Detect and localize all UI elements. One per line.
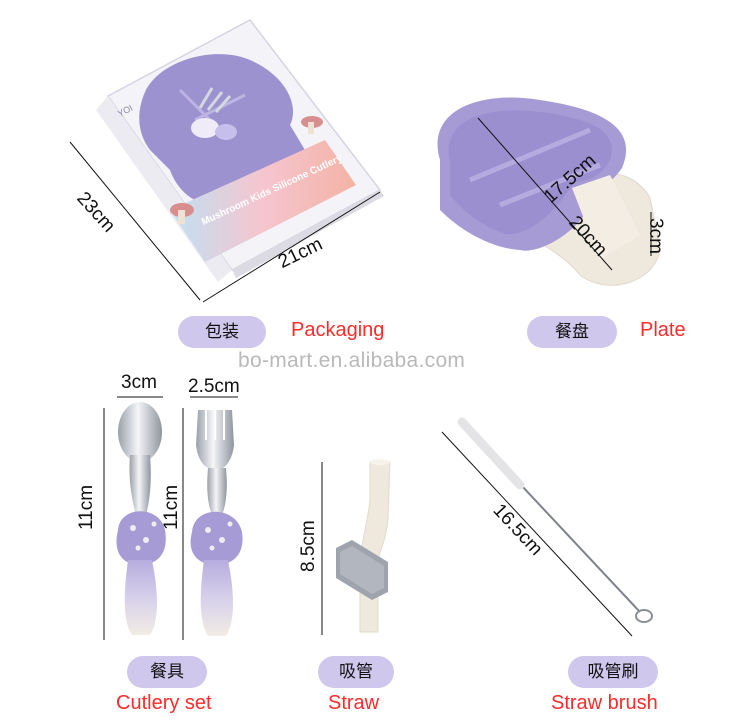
spoon-width-label: 3cm — [121, 372, 157, 393]
packaging-label-cn: 包装 — [178, 316, 266, 348]
fork — [190, 408, 243, 636]
straw-label-cn: 吸管 — [318, 656, 394, 688]
packaging-dimension-lines — [69, 141, 381, 303]
brush-label-cn: 吸管刷 — [568, 656, 658, 688]
cutlery-dimension-lines — [103, 396, 238, 640]
watermark: bo-mart.en.alibaba.com — [238, 349, 466, 372]
plate-depth-label: 3cm — [645, 218, 666, 254]
cutlery-label-en: Cutlery set — [116, 692, 212, 714]
plate-label-en: Plate — [640, 319, 686, 341]
packaging-label-en: Packaging — [291, 319, 385, 341]
brush-dimension-line — [441, 431, 633, 637]
plate-dimension-lines — [477, 117, 652, 271]
spoon — [116, 402, 166, 635]
cutlery-label-cn: 餐具 — [127, 656, 207, 688]
fork-length-label: 11cm — [161, 484, 182, 530]
straw-brush — [457, 417, 653, 623]
fork-width-label: 2.5cm — [188, 376, 240, 397]
straw — [336, 459, 391, 633]
plate — [437, 97, 661, 286]
brush-label-en: Straw brush — [551, 692, 658, 714]
spoon-length-label: 11cm — [76, 484, 97, 530]
plate-label-cn: 餐盘 — [527, 316, 617, 348]
straw-length-label: 8.5cm — [298, 520, 319, 572]
packaging-box — [96, 19, 384, 282]
straw-label-en: Straw — [328, 692, 380, 714]
